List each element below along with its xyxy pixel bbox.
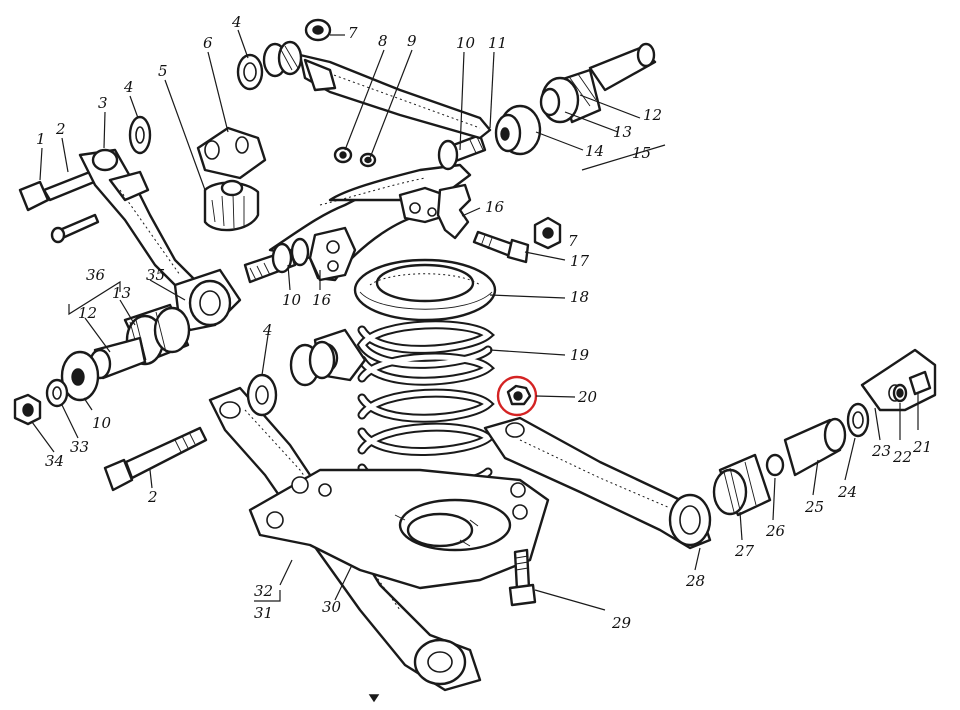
bolt-2 bbox=[103, 426, 208, 492]
sleeve-25 bbox=[783, 417, 847, 477]
callout-labels: 1 2 3 4 5 6 4 7 8 9 10 11 12 13 14 15 16… bbox=[36, 13, 932, 632]
callout-10-top: 10 bbox=[456, 34, 476, 52]
callout-35: 35 bbox=[146, 266, 165, 284]
callout-8: 8 bbox=[378, 32, 388, 50]
callout-33: 33 bbox=[70, 438, 89, 456]
callout-31: 31 bbox=[254, 604, 273, 622]
callout-29: 29 bbox=[611, 614, 632, 632]
bolt-17 bbox=[472, 230, 530, 264]
callout-32: 32 bbox=[254, 582, 273, 600]
callout-18: 18 bbox=[570, 288, 589, 306]
callout-15: 15 bbox=[632, 144, 651, 162]
arm-35 bbox=[173, 268, 242, 332]
nut-9 bbox=[359, 152, 377, 168]
leader-lines bbox=[31, 29, 919, 611]
callout-5: 5 bbox=[158, 62, 168, 80]
callout-17: 17 bbox=[570, 252, 590, 270]
callout-20: 20 bbox=[577, 388, 598, 406]
callout-7-top: 7 bbox=[348, 24, 358, 42]
callout-10-mid: 10 bbox=[282, 291, 302, 309]
callout-28: 28 bbox=[685, 572, 705, 590]
callout-12-upper: 12 bbox=[643, 106, 662, 124]
bracket-3 bbox=[78, 148, 202, 297]
lower-plate-32 bbox=[248, 468, 550, 590]
callout-34: 34 bbox=[45, 452, 64, 470]
nut-7-right bbox=[533, 216, 562, 250]
callout-12-lower: 12 bbox=[78, 304, 97, 322]
bushing-14 bbox=[494, 104, 542, 156]
coil-spring-19 bbox=[356, 320, 496, 492]
callout-2-lower: 2 bbox=[147, 488, 158, 506]
washer-4-left bbox=[128, 115, 152, 155]
callout-2-upper: 2 bbox=[55, 120, 66, 138]
callout-16-right: 16 bbox=[485, 198, 505, 216]
nut-22 bbox=[892, 383, 908, 403]
bolt-21 bbox=[908, 370, 932, 396]
upper-arm-shaft-right bbox=[437, 133, 487, 171]
callout-7-right: 7 bbox=[568, 232, 578, 250]
washer-10-lower bbox=[60, 350, 100, 402]
bushing-13-upper bbox=[539, 68, 602, 124]
bushing-center-left bbox=[289, 340, 336, 387]
nut-8 bbox=[333, 146, 353, 164]
callout-36: 36 bbox=[86, 266, 106, 284]
nut-34 bbox=[13, 393, 42, 426]
bushing-top-left bbox=[262, 40, 303, 78]
callout-4-left: 4 bbox=[123, 78, 134, 96]
callout-4-center: 4 bbox=[262, 321, 273, 339]
upper-strut-rod bbox=[298, 53, 492, 140]
bolt-small-1 bbox=[50, 213, 100, 244]
bolt-29 bbox=[508, 548, 537, 607]
lower-arm-28 bbox=[483, 416, 712, 550]
callout-11: 11 bbox=[488, 34, 507, 52]
callout-27: 27 bbox=[734, 542, 755, 560]
bottom-mark bbox=[368, 694, 380, 703]
bracket-6 bbox=[196, 126, 267, 180]
bolt-1 bbox=[18, 166, 106, 212]
spring-seat-18 bbox=[353, 258, 497, 322]
callout-25: 25 bbox=[804, 498, 824, 516]
callout-9: 9 bbox=[407, 32, 417, 50]
callout-14: 14 bbox=[585, 142, 604, 160]
callout-3: 3 bbox=[98, 94, 108, 112]
callout-19: 19 bbox=[570, 346, 590, 364]
callout-1: 1 bbox=[36, 130, 46, 148]
callout-10-lower: 10 bbox=[92, 414, 112, 432]
callout-21: 21 bbox=[912, 438, 932, 456]
bracket-plate-16 bbox=[436, 183, 472, 240]
rubber-ring-7-top bbox=[304, 18, 332, 42]
washer-26 bbox=[765, 453, 785, 477]
washer-24 bbox=[846, 402, 870, 438]
nut-20 bbox=[496, 375, 538, 417]
callout-22: 22 bbox=[892, 448, 912, 466]
callout-13-upper: 13 bbox=[613, 123, 632, 141]
callout-30: 30 bbox=[322, 598, 342, 616]
callout-6: 6 bbox=[203, 34, 213, 52]
callout-4-top: 4 bbox=[231, 13, 242, 31]
callout-16-left: 16 bbox=[312, 291, 332, 309]
callout-13-lower: 13 bbox=[112, 284, 131, 302]
pin-12-upper bbox=[588, 42, 657, 92]
bump-stop-5 bbox=[203, 179, 260, 232]
upper-control-arm bbox=[268, 163, 472, 282]
callout-24: 24 bbox=[837, 483, 857, 501]
upper-arm-shaft-left bbox=[243, 237, 310, 284]
bushing-27 bbox=[712, 453, 772, 517]
callout-26: 26 bbox=[765, 522, 786, 540]
washer-33 bbox=[45, 378, 69, 408]
callout-23: 23 bbox=[871, 442, 891, 460]
washer-4-top bbox=[236, 53, 264, 91]
washer-4-center bbox=[246, 373, 278, 417]
